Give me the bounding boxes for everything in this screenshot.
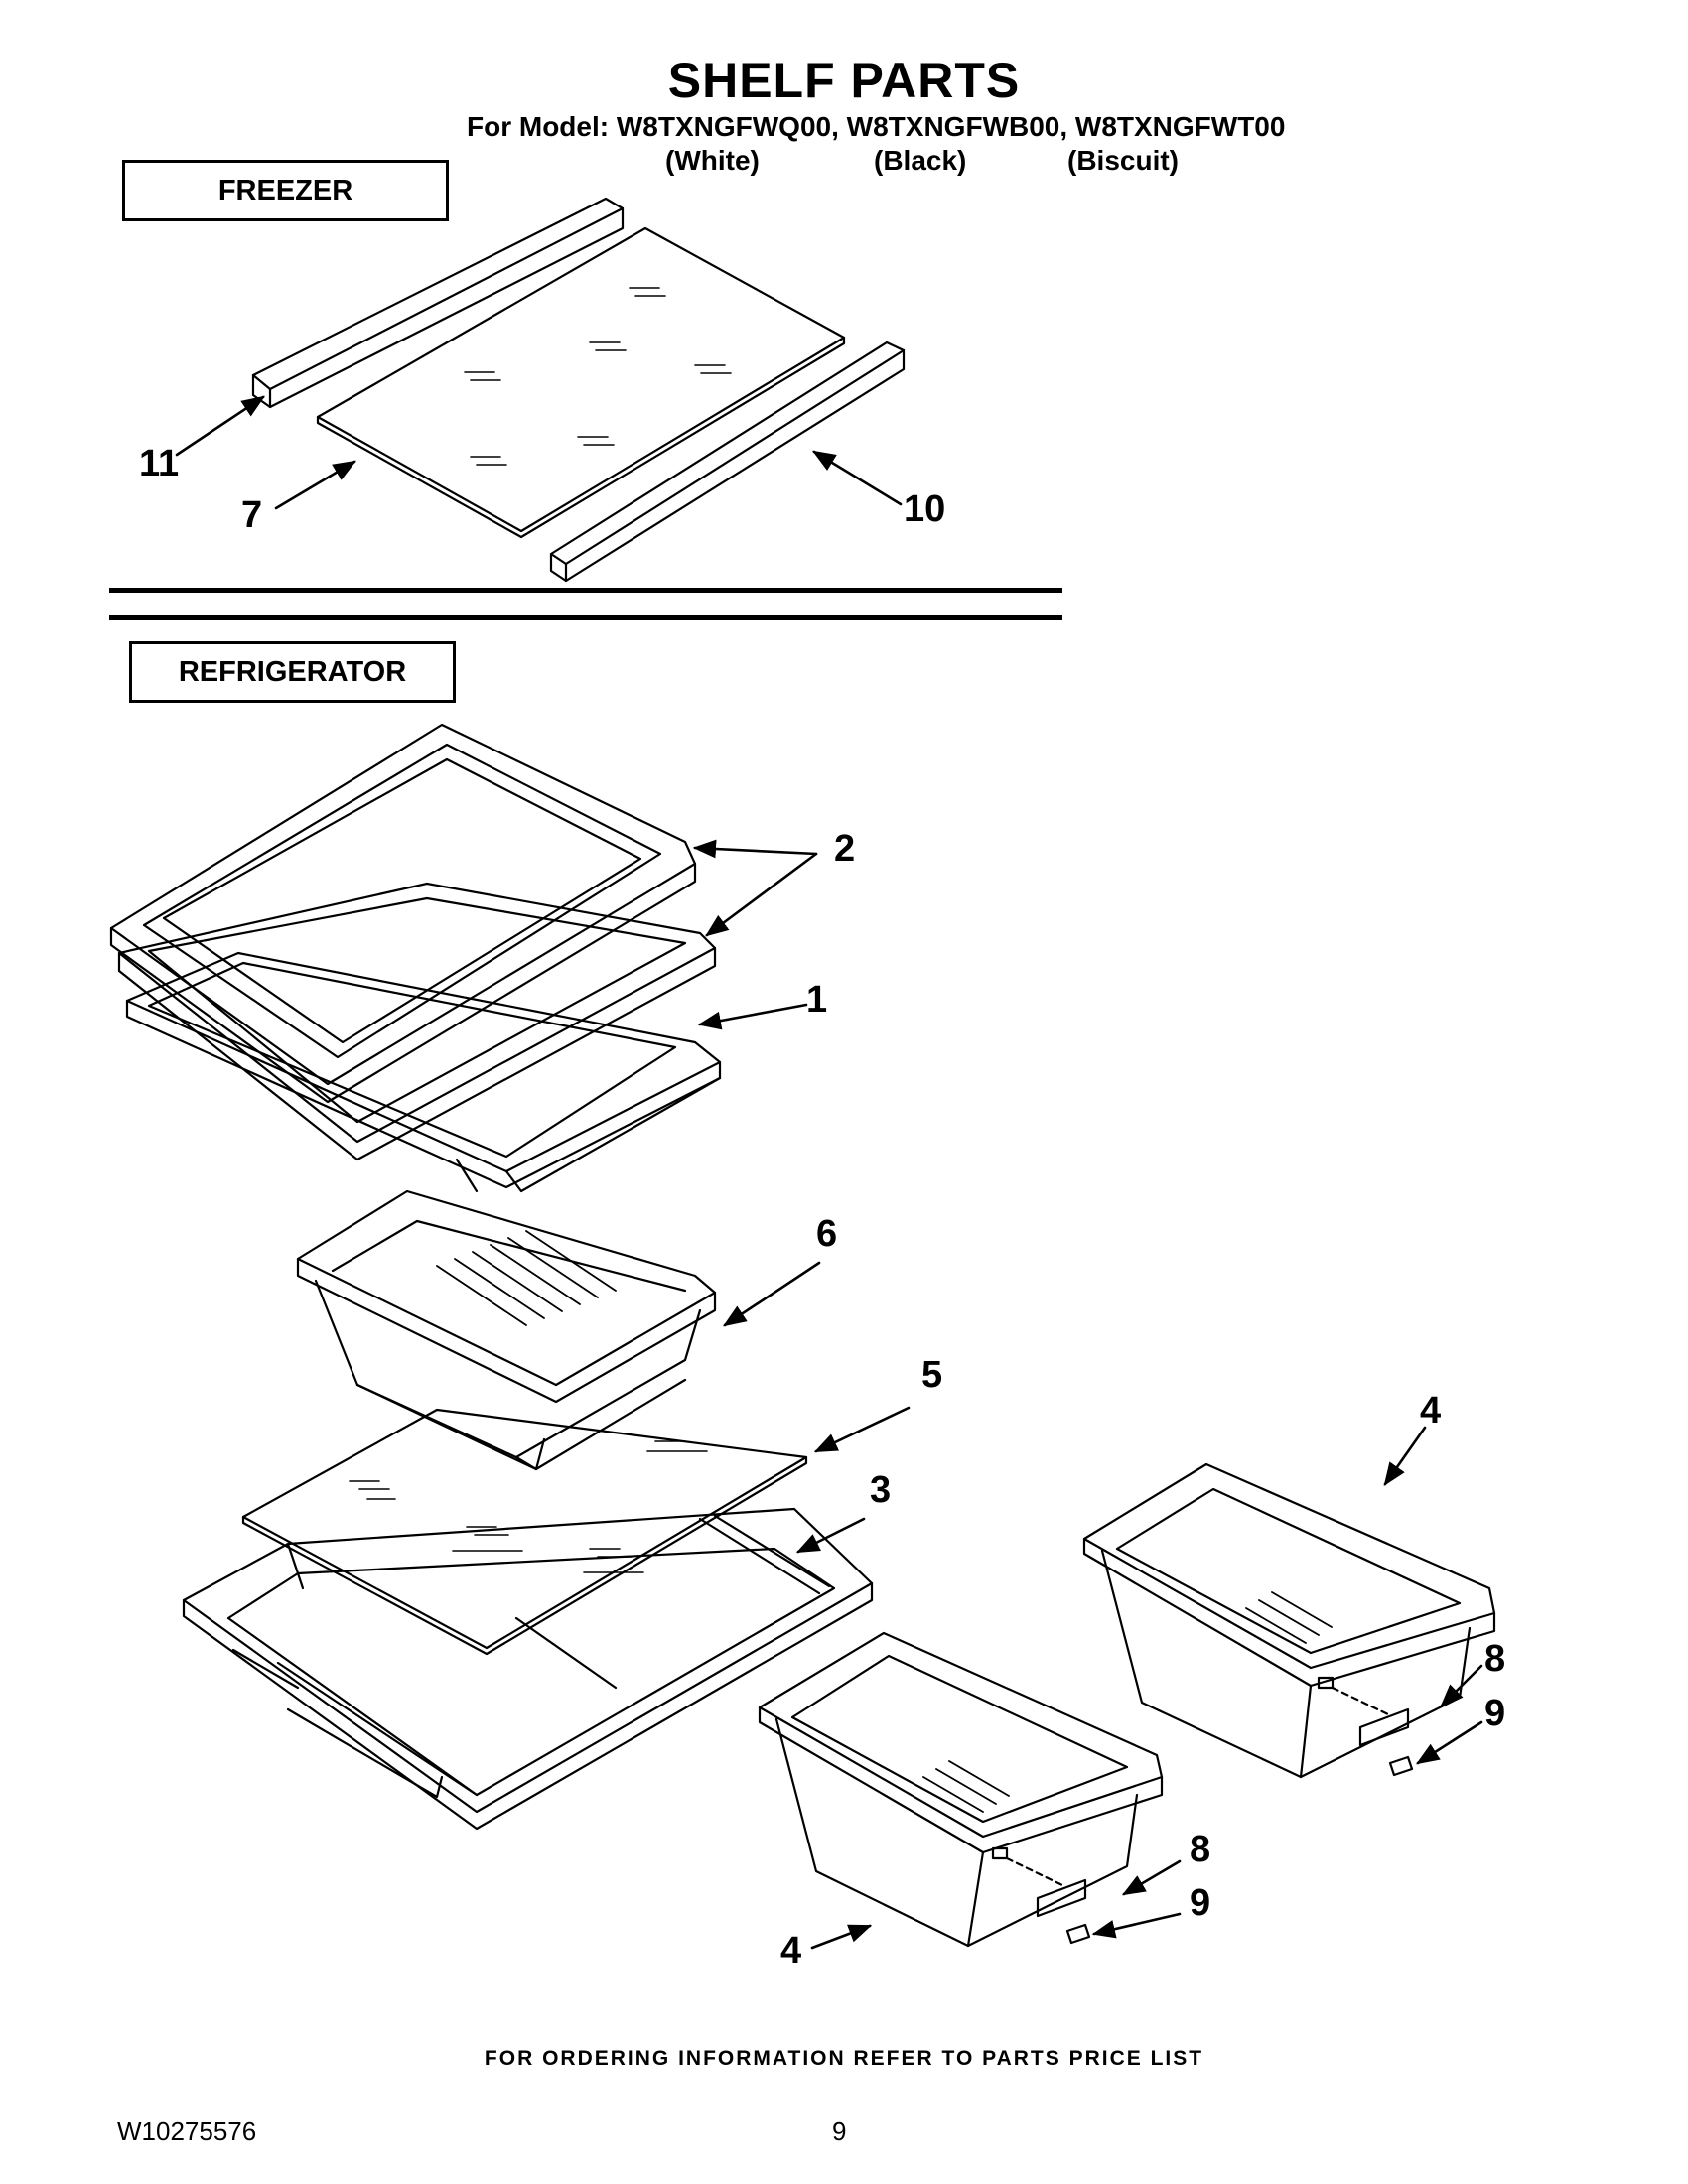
ordering-note: FOR ORDERING INFORMATION REFER TO PARTS … [484, 2047, 1204, 2070]
leader-2b [705, 852, 818, 937]
glass-shelf-5 [241, 1408, 808, 1656]
callout-6: 6 [816, 1213, 838, 1255]
leader-8-left [1121, 1859, 1182, 1896]
callout-7: 7 [241, 494, 263, 536]
shelf-frame-3 [182, 1507, 874, 1831]
variant-biscuit: (Biscuit) [1067, 145, 1179, 176]
callout-9-right: 9 [1484, 1693, 1506, 1734]
callout-11: 11 [139, 443, 180, 484]
leader-10 [812, 450, 903, 506]
freezer-trim-11 [251, 197, 625, 409]
cover-shelf-2-upper [109, 723, 697, 1104]
freezer-glass-shelf-7 [316, 226, 846, 539]
callout-10: 10 [904, 488, 946, 530]
leader-9-right [1416, 1720, 1483, 1765]
page-title: SHELF PARTS [667, 53, 1021, 108]
leader-7 [274, 460, 357, 510]
variant-black: (Black) [874, 145, 967, 176]
leader-4-right [1383, 1426, 1427, 1486]
drawer-6 [296, 1189, 717, 1471]
door-bin-4-right [1082, 1462, 1496, 1779]
door-bin-4-left [758, 1631, 1164, 1948]
callout-3: 3 [870, 1469, 892, 1511]
callout-1: 1 [806, 979, 828, 1021]
leader-1 [697, 1003, 808, 1030]
callout-4-left: 4 [780, 1930, 802, 1972]
model-line: For Model: W8TXNGFWQ00, W8TXNGFWB00, W8T… [467, 111, 1286, 142]
page-number: 9 [832, 2116, 847, 2146]
callout-5: 5 [921, 1354, 943, 1396]
leader-4-left [810, 1924, 873, 1950]
part-8-left [1005, 1856, 1087, 1918]
section-divider-bottom [109, 615, 1062, 620]
callout-8-left: 8 [1190, 1829, 1211, 1870]
part-9-right [1388, 1755, 1414, 1777]
leader-2a [692, 839, 818, 859]
cover-shelf-1 [125, 951, 722, 1193]
variant-white: (White) [665, 145, 760, 176]
callout-9-left: 9 [1190, 1882, 1211, 1924]
callout-4-right: 4 [1420, 1390, 1442, 1432]
leader-11 [175, 395, 265, 457]
cover-shelf-2-lower [117, 882, 717, 1161]
refrigerator-section-label: REFRIGERATOR [129, 641, 456, 703]
callout-8-right: 8 [1484, 1638, 1506, 1680]
part-8-right [1331, 1686, 1410, 1747]
part-9-left [1065, 1923, 1091, 1945]
callout-2: 2 [834, 828, 856, 870]
section-divider-top [109, 588, 1062, 593]
document-number: W10275576 [117, 2116, 257, 2146]
freezer-section-label: FREEZER [122, 160, 449, 221]
freezer-trim-10 [549, 341, 906, 583]
leader-5 [813, 1406, 911, 1453]
leader-9-left [1091, 1912, 1182, 1939]
leader-8-right [1440, 1664, 1483, 1707]
leader-6 [723, 1261, 821, 1327]
leader-3 [795, 1517, 866, 1554]
